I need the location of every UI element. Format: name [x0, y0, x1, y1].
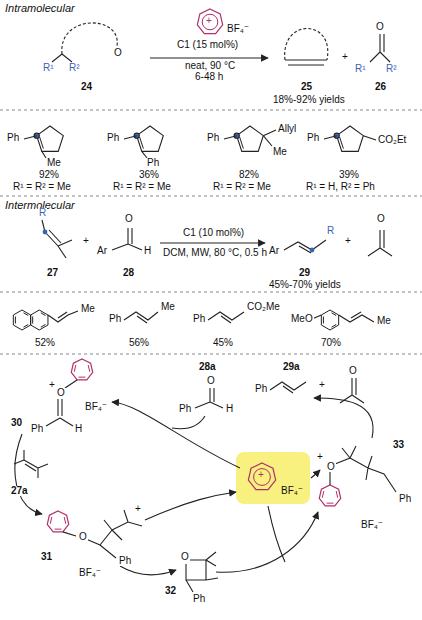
- chem-label: Me: [272, 147, 288, 157]
- compound-number: 32: [164, 586, 177, 596]
- chem-label: C1 (15 mol%): [176, 40, 239, 50]
- chem-label: Ph: [178, 404, 192, 414]
- chem-label: R¹ = R² = Me: [212, 182, 272, 192]
- chem-label: Ar: [96, 246, 108, 256]
- compound-number: 27: [46, 268, 59, 278]
- compound-number: 27a: [10, 486, 29, 496]
- chem-label: +: [48, 380, 56, 390]
- chem-label: BF₄⁻: [226, 24, 250, 34]
- chem-label: O: [348, 366, 358, 376]
- chem-label: O: [124, 214, 134, 224]
- chem-label: O: [56, 388, 66, 398]
- chem-label: R²: [385, 64, 398, 74]
- compound-number: 26: [374, 82, 387, 92]
- chem-label: R¹: [354, 64, 367, 74]
- chem-label: 56%: [128, 338, 150, 348]
- chem-label: Allyl: [277, 124, 297, 134]
- chem-label: BF₄⁻: [84, 402, 108, 412]
- chem-label: Me: [46, 158, 62, 168]
- chem-label: Ph: [6, 133, 20, 143]
- chem-label: Ph: [146, 158, 160, 168]
- compound-number: 29: [298, 268, 311, 278]
- compound-number: 28a: [198, 362, 217, 372]
- chem-label: 18%-92% yields: [272, 95, 346, 105]
- chem-label: R: [326, 226, 335, 236]
- chem-label: R¹ = R² = Me: [112, 182, 172, 192]
- compound-number: 25: [300, 82, 313, 92]
- chem-label: Ph: [206, 133, 220, 143]
- chem-label: Ph: [118, 556, 132, 566]
- chem-label: 92%: [38, 170, 60, 180]
- chem-label: Ar: [268, 246, 280, 256]
- chem-label: 82%: [238, 170, 260, 180]
- compound-number: 30: [10, 418, 23, 428]
- chem-label: 45%: [212, 338, 234, 348]
- chem-label: BF₄⁻: [78, 568, 102, 578]
- chem-label: Me: [80, 304, 96, 314]
- chem-label: O: [375, 22, 385, 32]
- chem-label: +: [341, 52, 349, 62]
- chem-label: +: [318, 380, 326, 390]
- chem-label: +: [134, 504, 142, 514]
- chem-label: neat, 90 °C: [184, 61, 236, 71]
- chem-label: O: [326, 462, 336, 472]
- chem-label: C1 (10 mol%): [182, 228, 245, 238]
- chem-label: DCM, MW, 80 °C, 0.5 h: [162, 248, 268, 258]
- chem-label: Ph: [108, 314, 122, 324]
- chem-label: 70%: [320, 338, 342, 348]
- chem-label: Ph: [30, 424, 44, 434]
- compound-number: 29a: [282, 362, 301, 372]
- chem-label: 39%: [338, 170, 360, 180]
- chem-label: H: [74, 424, 83, 434]
- chem-label: BF₄⁻: [360, 520, 384, 530]
- chem-label: Ph: [192, 314, 206, 324]
- chem-label: O: [206, 376, 216, 386]
- chem-label: R: [38, 208, 47, 218]
- chem-label: Me: [160, 302, 176, 312]
- chem-label: Ph: [254, 384, 268, 394]
- chem-label: Me: [376, 316, 392, 326]
- chem-label: 52%: [34, 338, 56, 348]
- chem-label: BF₄⁻: [280, 486, 304, 496]
- chem-label: 36%: [138, 170, 160, 180]
- chem-label: +: [344, 236, 352, 246]
- compound-number: 31: [40, 552, 53, 562]
- chem-label: 6-48 h: [194, 72, 224, 82]
- chem-label: R¹: [42, 63, 55, 73]
- section-heading: Intramolecular: [4, 3, 76, 14]
- chem-label: Ph: [106, 133, 120, 143]
- chem-label: H: [143, 246, 152, 256]
- chem-label: O: [180, 552, 190, 562]
- chem-label: O: [78, 532, 88, 542]
- chem-label: +: [82, 236, 90, 246]
- chem-label: +: [316, 452, 324, 462]
- chem-label: O: [113, 48, 123, 58]
- compound-number: 28: [122, 268, 135, 278]
- chem-label: 45%-70% yields: [268, 280, 342, 290]
- compound-number: 24: [80, 82, 93, 92]
- chem-label: Ph: [192, 594, 206, 604]
- chem-label: +: [257, 470, 265, 480]
- compound-number: 33: [392, 440, 405, 450]
- chem-label: Ph: [398, 494, 412, 504]
- chem-label: R²: [68, 63, 81, 73]
- chem-label: H: [225, 404, 234, 414]
- chem-label: CO₂Et: [377, 135, 407, 145]
- chem-label: MeO: [290, 314, 314, 324]
- chem-label: CO₂Me: [246, 302, 281, 312]
- chem-label: R¹ = H, R² = Ph: [305, 182, 376, 192]
- chem-label: +: [205, 16, 213, 26]
- chem-label: R¹ = R² = Me: [12, 182, 72, 192]
- chem-label: Ph: [306, 133, 320, 143]
- chem-label: O: [376, 214, 386, 224]
